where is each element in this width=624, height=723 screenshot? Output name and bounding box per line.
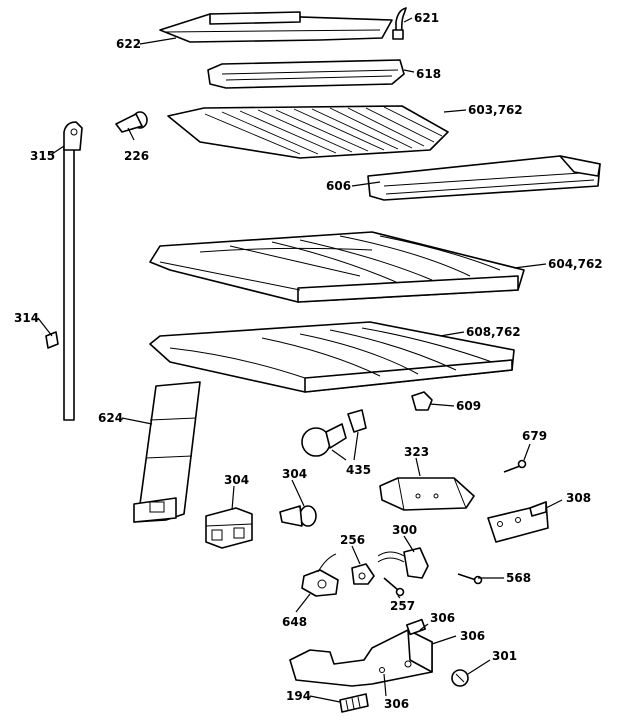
- part-306-control-box: [289, 618, 433, 687]
- label-301: 301: [492, 649, 517, 663]
- part-604-crisper-cover: [149, 231, 525, 303]
- part-679-screw: [503, 459, 527, 473]
- label-256: 256: [340, 533, 365, 547]
- label-606: 606: [326, 179, 351, 193]
- label-306-right: 306: [460, 629, 485, 643]
- part-304-knob: [279, 505, 317, 527]
- part-308-plate: [487, 501, 549, 543]
- label-618: 618: [416, 67, 441, 81]
- label-622: 622: [116, 37, 141, 51]
- label-621: 621: [414, 11, 439, 25]
- part-315-rod: [45, 121, 83, 421]
- part-301-knob: [451, 669, 469, 687]
- label-304-housing: 304: [224, 473, 249, 487]
- label-679: 679: [522, 429, 547, 443]
- label-435: 435: [346, 463, 371, 477]
- label-257: 257: [390, 599, 415, 613]
- label-306-bottom: 306: [384, 697, 409, 711]
- part-304-housing: [205, 507, 253, 549]
- part-648-thermostat: [301, 553, 339, 597]
- part-194-grille: [339, 693, 369, 713]
- label-603-762: 603,762: [468, 103, 523, 117]
- part-226-socket: [115, 111, 148, 133]
- label-308: 308: [566, 491, 591, 505]
- label-648: 648: [282, 615, 307, 629]
- part-609-clip: [411, 391, 433, 411]
- label-608-762: 608,762: [466, 325, 521, 339]
- label-624: 624: [98, 411, 123, 425]
- part-624-panel: [133, 381, 201, 523]
- part-300-switch: [377, 547, 429, 579]
- part-257-screw: [383, 577, 405, 597]
- label-194: 194: [286, 689, 311, 703]
- label-226: 226: [124, 149, 149, 163]
- leader-lines: [37, 17, 563, 703]
- part-323-bracket: [379, 477, 475, 511]
- label-306-top: 306: [430, 611, 455, 625]
- label-300: 300: [392, 523, 417, 537]
- part-608-crisper-pan: [149, 321, 515, 393]
- label-323: 323: [404, 445, 429, 459]
- part-621-clip: [392, 7, 407, 40]
- part-618-rail: [207, 59, 405, 89]
- part-435-bulb: [301, 409, 367, 457]
- label-315: 315: [30, 149, 55, 163]
- part-622-cover: [159, 11, 393, 43]
- part-568-screw: [457, 573, 483, 585]
- part-603-wire-shelf: [167, 105, 449, 159]
- label-304-knob: 304: [282, 467, 307, 481]
- label-568: 568: [506, 571, 531, 585]
- part-256-switch: [351, 563, 375, 585]
- label-609: 609: [456, 399, 481, 413]
- label-604-762: 604,762: [548, 257, 603, 271]
- label-314: 314: [14, 311, 39, 325]
- part-606-drawer-front: [367, 155, 601, 201]
